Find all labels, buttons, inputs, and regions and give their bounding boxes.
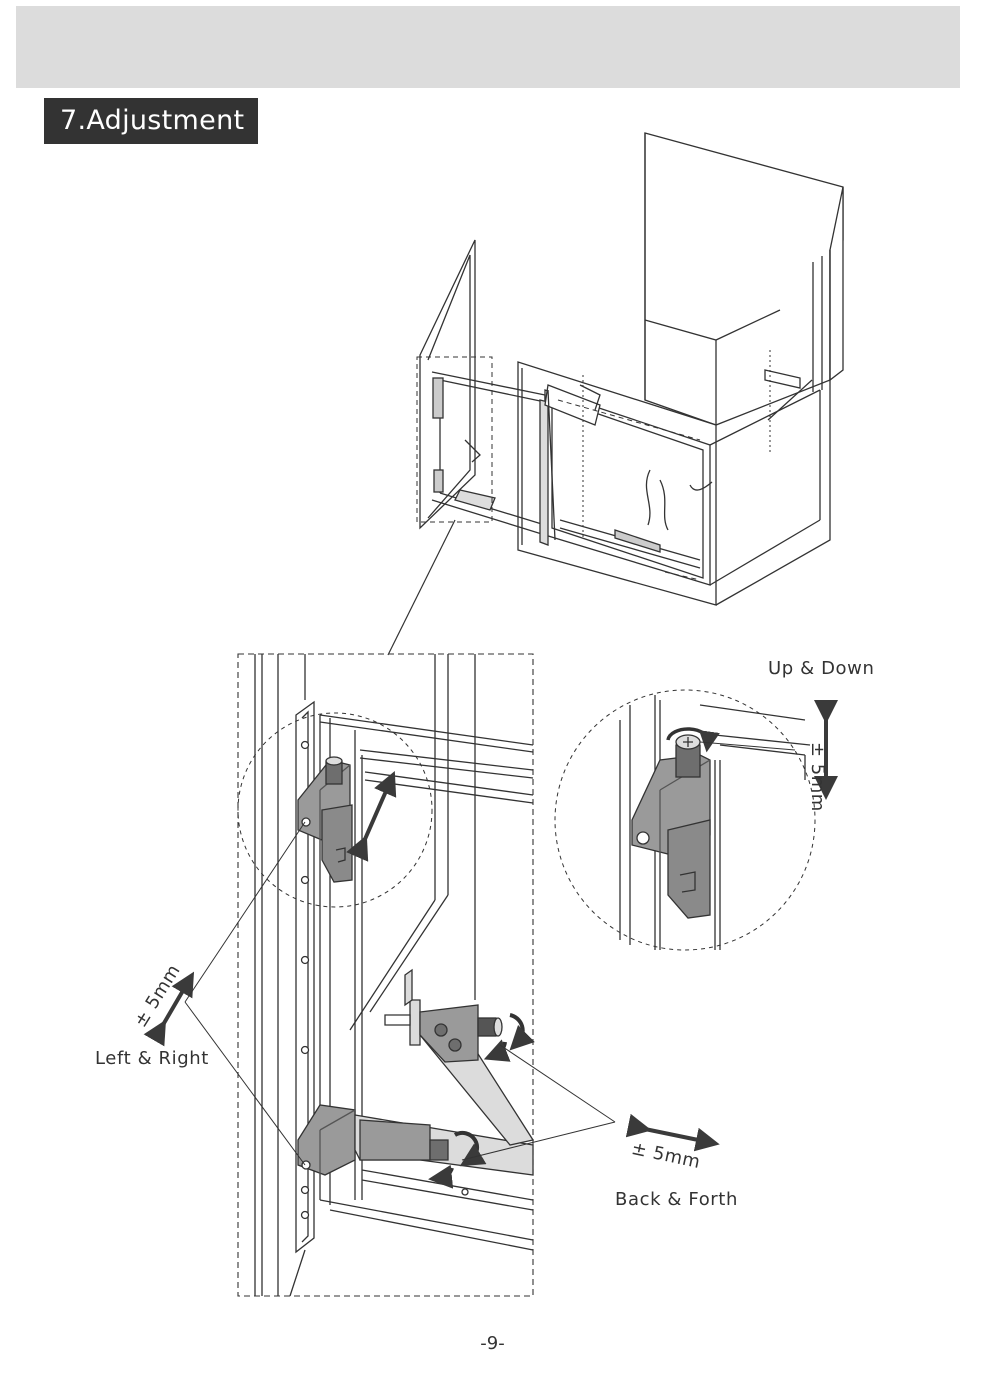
rotation-arrows [428, 1013, 535, 1189]
left-right-arrow [143, 971, 195, 1047]
back-forth-arrow [625, 1113, 720, 1152]
section-title: 7.Adjustment [44, 98, 259, 144]
zoom-detail-circle [554, 689, 816, 951]
hinge-detail-view [237, 653, 535, 1297]
up-down-diag-arrow [346, 771, 397, 862]
cabinet-overview [416, 132, 844, 606]
leader-line [387, 519, 456, 656]
left-right-label: Left & Right [95, 1048, 209, 1069]
up-down-value: ± 5mm [807, 742, 828, 812]
back-forth-label: Back & Forth [615, 1189, 738, 1210]
header-band [16, 6, 960, 88]
page-number: -9- [480, 1333, 505, 1354]
up-down-label: Up & Down [768, 658, 875, 679]
